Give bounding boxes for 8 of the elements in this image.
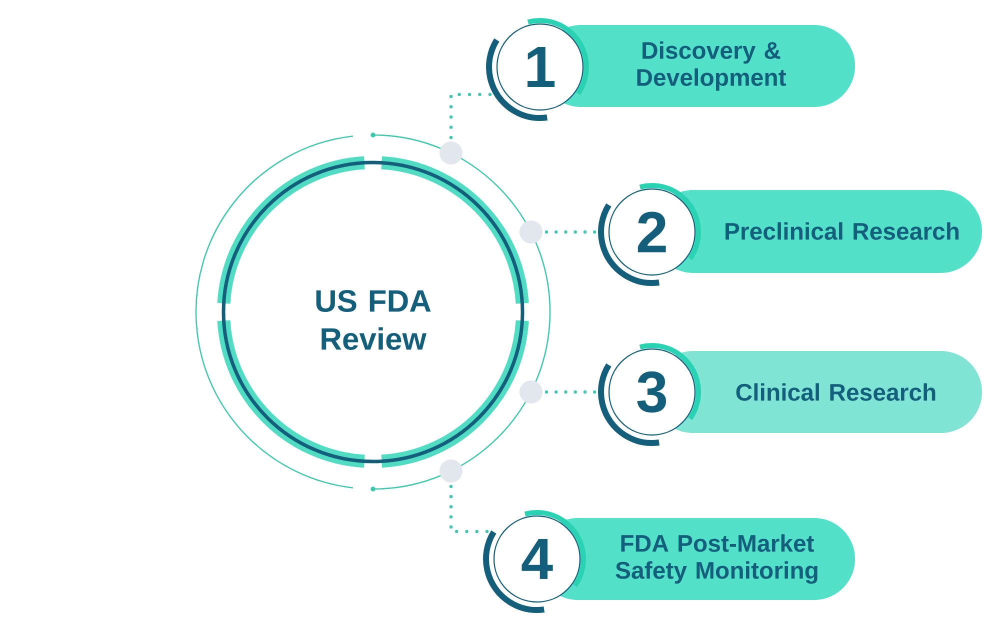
connector-dot bbox=[440, 460, 462, 482]
dotted-line bbox=[544, 390, 597, 394]
connector-dot bbox=[520, 220, 542, 244]
dotted-line bbox=[544, 230, 597, 234]
dotted-line bbox=[449, 92, 492, 140]
dotted-line bbox=[449, 484, 489, 534]
connector-dot bbox=[440, 142, 462, 164]
connector-dot bbox=[520, 380, 542, 404]
